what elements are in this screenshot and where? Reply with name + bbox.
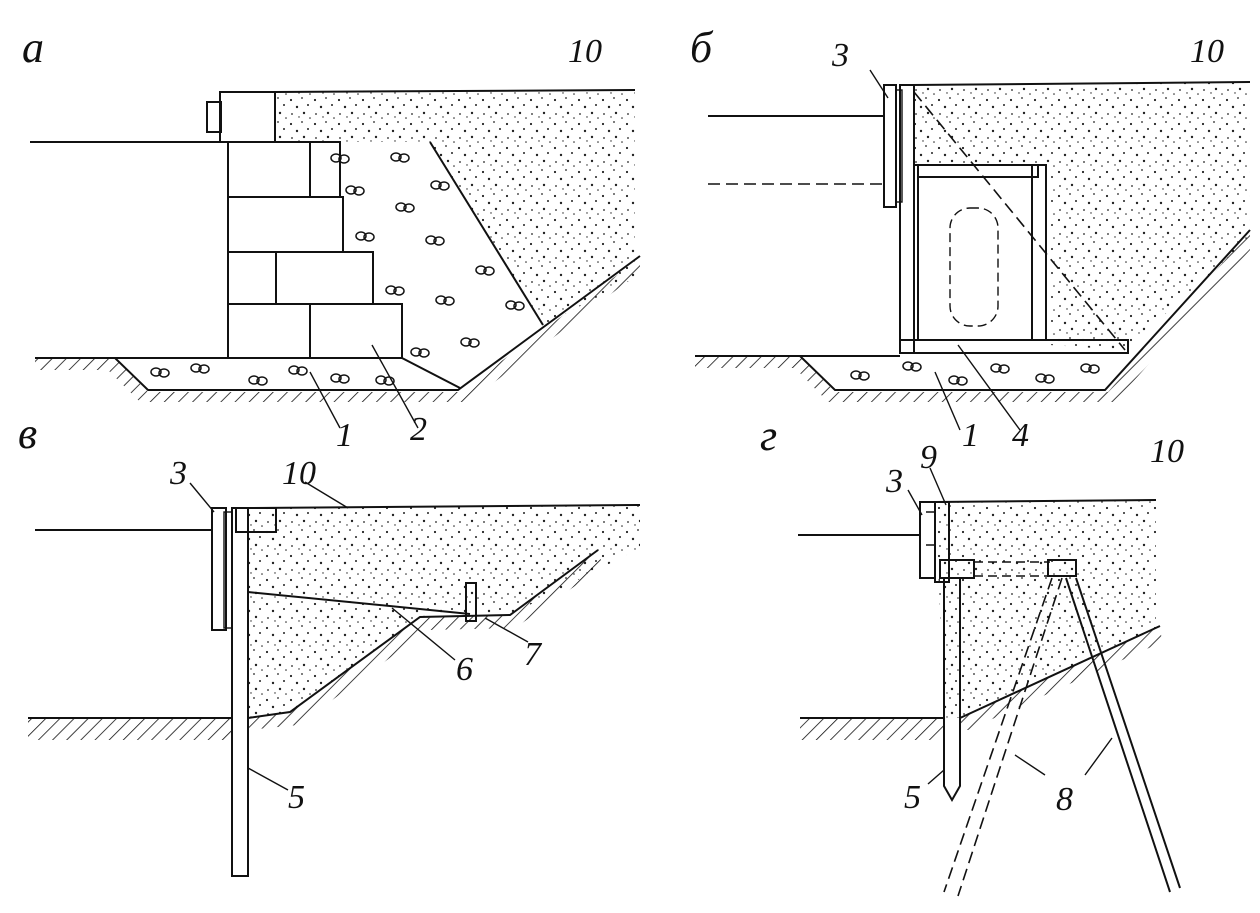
facing-panel-v (211, 507, 227, 631)
callout-g-raking-piles: 8 (1056, 781, 1073, 818)
facing-panel-b (883, 84, 897, 208)
ground-hatch-v (28, 552, 605, 740)
sheet-pile (231, 507, 249, 877)
block-wall (227, 141, 403, 359)
raking-pile-right (1065, 577, 1181, 893)
callout-b-facing: 3 (831, 37, 849, 74)
stone-drainage-fill (310, 142, 543, 388)
anchor-rod (247, 591, 471, 615)
callout-g-backfill: 10 (1150, 433, 1184, 470)
panel-letter-b: б (690, 23, 714, 72)
inner-void (949, 207, 999, 327)
panel-b (695, 69, 1251, 431)
backfill-soil-a (275, 90, 635, 325)
panel-a (30, 89, 641, 429)
callout-b-backfill: 10 (1190, 33, 1224, 70)
callout-a-drainage: 2 (410, 411, 427, 448)
panel-letter-a: а (22, 23, 44, 72)
backfill-soil-b (912, 82, 1250, 350)
callout-g-facing: 3 (885, 463, 903, 500)
ground-hatch-g (800, 626, 1162, 740)
panel-v (28, 481, 641, 877)
panel-g (798, 467, 1181, 897)
panel-letter-g: г (760, 411, 777, 460)
anchor-head (1047, 559, 1077, 577)
precast-box (913, 164, 1047, 341)
callout-b-foundation: 1 (962, 417, 979, 454)
callout-g-pile: 5 (904, 779, 921, 816)
callout-v-anchor-rod: 6 (456, 651, 473, 688)
callout-v-backfill: 10 (282, 455, 316, 492)
panel-letter-v: в (18, 409, 37, 458)
callout-g-cap: 9 (920, 439, 937, 476)
callout-v-anchor-plate: 7 (524, 636, 543, 673)
vertical-pile (943, 578, 961, 803)
callout-a-foundation: 1 (336, 417, 353, 454)
backfill-soil-g (935, 500, 1156, 718)
raking-pile-left (943, 577, 1063, 897)
callout-b-box: 4 (1012, 417, 1029, 454)
callout-v-sheet-pile: 5 (288, 779, 305, 816)
wall-coping (219, 91, 276, 143)
callout-a-backfill: 10 (568, 33, 602, 70)
callout-v-facing: 3 (169, 455, 187, 492)
facing-panel-g (919, 501, 936, 579)
